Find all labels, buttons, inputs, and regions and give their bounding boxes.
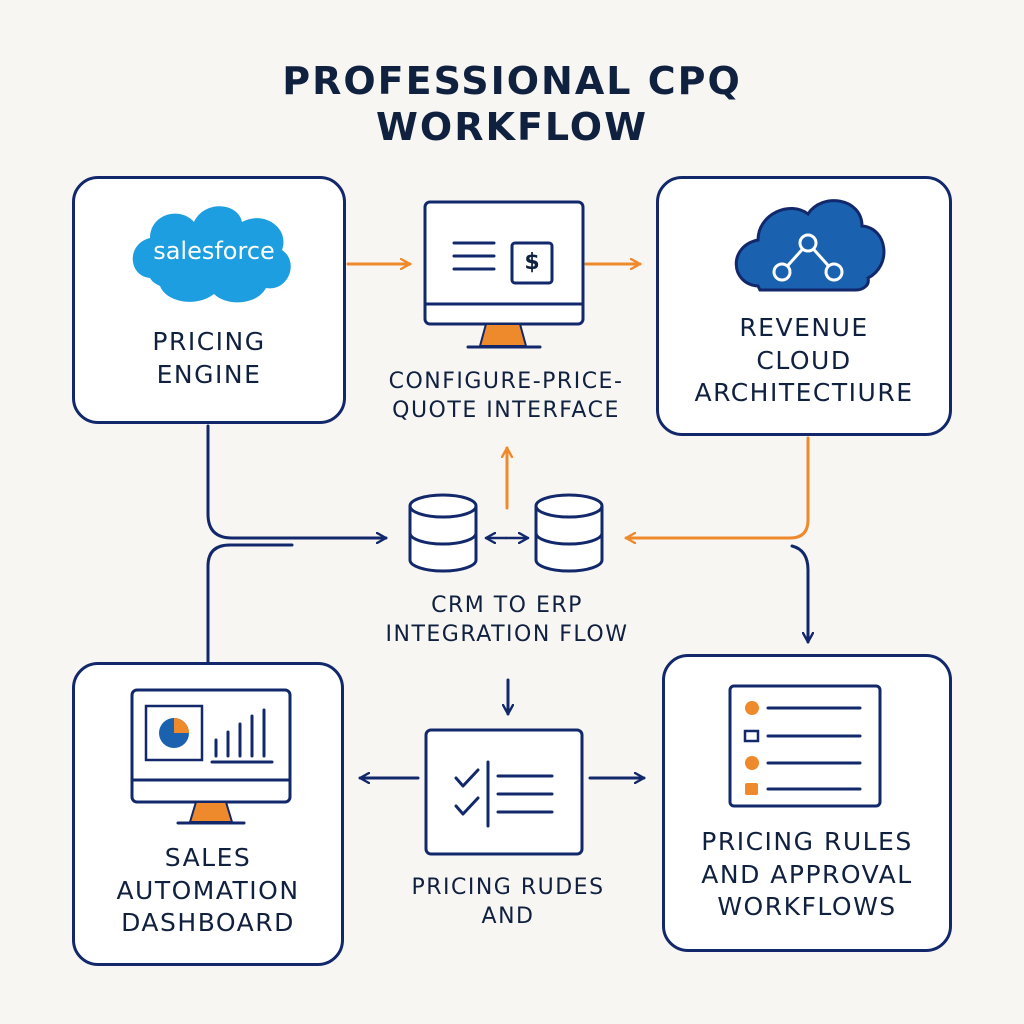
- pricing-rules-box-line-3: WORKFLOWS: [717, 892, 897, 921]
- pricing-rules-mid-line-2: AND: [481, 903, 535, 929]
- arrow-revenue-to-db: [624, 436, 810, 538]
- pricing-rules-box-label: PRICING RULES AND APPROVAL WORKFLOWS: [668, 826, 946, 924]
- pricing-engine-label: PRICING ENGINE: [82, 326, 336, 391]
- sales-dashboard-line-3: DASHBOARD: [121, 908, 295, 937]
- pricing-engine-line-1: PRICING: [152, 327, 266, 356]
- pricing-rules-mid-line-1: PRICING RUDES: [411, 875, 605, 900]
- revenue-cloud-line-2: CLOUD: [756, 345, 852, 375]
- sales-dashboard-label: SALES AUTOMATION DASHBOARD: [80, 842, 336, 940]
- revenue-cloud-label: REVENUE CLOUD ARCHITECTIURE: [664, 312, 944, 410]
- salesforce-cloud-logo: [132, 206, 291, 303]
- rules-list-icon: [728, 684, 882, 808]
- revenue-cloud-line-3: ARCHITECTIURE: [694, 378, 914, 407]
- cpq-interface-line-1: CONFIGURE-PRICE-: [388, 369, 624, 394]
- monitor-quote-icon: [423, 200, 585, 349]
- pricing-engine-line-2: ENGINE: [156, 359, 262, 389]
- title-line-1: PROFESSIONAL CPQ: [282, 59, 742, 103]
- cpq-icon-dollar-symbol: $: [524, 250, 540, 275]
- pricing-rules-box-line-2: AND APPROVAL: [701, 859, 913, 889]
- sales-dashboard-line-2: AUTOMATION: [116, 875, 300, 905]
- crm-erp-line-1: CRM TO ERP: [431, 593, 583, 618]
- database-icon: [408, 493, 478, 573]
- salesforce-logo-text: salesforce: [153, 237, 275, 265]
- title-line-2: WORKFLOW: [376, 105, 648, 150]
- crm-erp-label: CRM TO ERP INTEGRATION FLOW: [352, 592, 662, 649]
- monitor-dashboard-icon: [130, 688, 292, 825]
- cpq-interface-label: CONFIGURE-PRICE- QUOTE INTERFACE: [356, 368, 656, 425]
- arrow-engine-to-db: [206, 424, 388, 538]
- sales-dashboard-line-1: SALES: [164, 843, 252, 872]
- cpq-interface-line-2: QUOTE INTERFACE: [392, 397, 620, 423]
- revenue-cloud-line-1: REVENUE: [739, 313, 869, 342]
- database-icon: [534, 493, 604, 573]
- connector-arrows: [206, 264, 810, 778]
- pricing-rules-mid-label: PRICING RUDES AND: [370, 874, 646, 931]
- pricing-rules-box-line-1: PRICING RULES: [701, 827, 913, 856]
- line-dashboard-to-db: [206, 543, 294, 664]
- crm-erp-line-2: INTEGRATION FLOW: [385, 621, 629, 647]
- arrow-revenue-down: [790, 544, 808, 644]
- cloud-network-icon: [734, 199, 886, 292]
- checklist-icon: [424, 728, 584, 856]
- diagram-title: PROFESSIONAL CPQ WORKFLOW: [212, 58, 812, 151]
